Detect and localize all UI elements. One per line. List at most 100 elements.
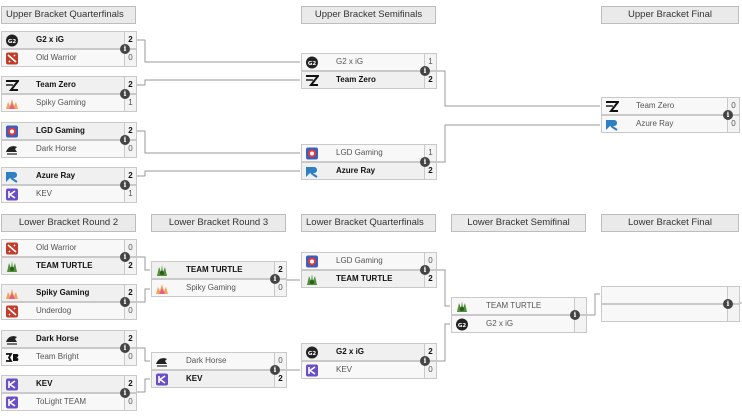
spiky-logo-icon: [5, 97, 19, 110]
match-info-icon[interactable]: i: [120, 89, 130, 99]
kev-logo-icon: [5, 396, 19, 409]
match-info-icon[interactable]: i: [723, 299, 733, 309]
team-score: 0: [124, 394, 136, 410]
team-slot[interactable]: Underdog 0: [1, 302, 137, 320]
team-slot[interactable]: [601, 304, 740, 322]
team-slot[interactable]: [601, 286, 740, 304]
round-header-ubsf: Upper Bracket Semifinals: [301, 6, 436, 24]
team-score: 0: [124, 50, 136, 66]
match-info-icon[interactable]: i: [120, 135, 130, 145]
g2ig-logo-icon: G2: [305, 56, 319, 69]
team-score: 2: [274, 371, 286, 387]
azure-logo-icon: [305, 165, 319, 178]
zero-logo-icon: [5, 79, 21, 92]
team-score: 1: [124, 186, 136, 202]
team-name: LGD Gaming: [36, 126, 85, 135]
bright-logo-icon: [5, 351, 19, 364]
match-info-icon[interactable]: i: [120, 180, 130, 190]
match-info-icon[interactable]: i: [723, 110, 733, 120]
match-info-icon[interactable]: i: [420, 356, 430, 366]
team-name: TEAM TURTLE: [486, 301, 542, 310]
team-name: KEV: [186, 374, 203, 383]
azure-logo-icon: [605, 118, 619, 131]
kev-logo-icon: [5, 378, 19, 391]
team-slot[interactable]: KEV 2: [151, 370, 287, 388]
round-header-lbf: Lower Bracket Final: [601, 214, 739, 232]
team-score: 0: [274, 280, 286, 296]
spiky-logo-icon: [5, 287, 19, 300]
team-name: Azure Ray: [336, 166, 376, 175]
team-score: 2: [424, 72, 436, 88]
match-info-icon[interactable]: i: [420, 66, 430, 76]
team-score: 0: [124, 303, 136, 319]
match-info-icon[interactable]: i: [570, 310, 580, 320]
team-name: KEV: [336, 365, 353, 374]
team-name: Dark Horse: [36, 144, 77, 153]
team-name: TEAM TURTLE: [186, 265, 243, 274]
team-score: 1: [124, 95, 136, 111]
kev-logo-icon: [155, 373, 169, 386]
team-name: LGD Gaming: [336, 148, 383, 157]
g2ig-logo-icon: G2: [5, 34, 19, 47]
match-info-icon[interactable]: i: [120, 343, 130, 353]
match-info-icon[interactable]: i: [270, 274, 280, 284]
team-score: 2: [424, 271, 436, 287]
kev-logo-icon: [5, 188, 19, 201]
kev-logo-icon: [305, 364, 319, 377]
match-info-icon[interactable]: i: [420, 157, 430, 167]
team-name: Team Zero: [36, 80, 76, 89]
team-name: Team Bright: [36, 352, 79, 361]
team-score: [574, 316, 586, 332]
team-name: Azure Ray: [636, 119, 674, 128]
team-name: Underdog: [36, 306, 72, 315]
team-score: 0: [727, 116, 739, 132]
match-info-icon[interactable]: i: [120, 388, 130, 398]
team-name: Old Warrior: [36, 53, 77, 62]
team-name: Dark Horse: [36, 334, 79, 343]
match-info-icon[interactable]: i: [120, 44, 130, 54]
zero-logo-icon: [305, 74, 321, 87]
team-slot[interactable]: Azure Ray 0: [601, 115, 740, 133]
turtle-logo-icon: [5, 260, 19, 273]
match-info-icon[interactable]: i: [420, 265, 430, 275]
match-info-icon[interactable]: i: [120, 252, 130, 262]
match-info-icon[interactable]: i: [270, 365, 280, 375]
round-header-lbsf: Lower Bracket Semifinal: [451, 214, 586, 232]
round-header-ubqf: Upper Bracket Quarterfinals: [1, 6, 136, 24]
match-info-icon[interactable]: i: [120, 297, 130, 307]
team-slot[interactable]: Old Warrior 0: [1, 49, 137, 67]
lgd-logo-icon: [305, 147, 319, 160]
team-slot[interactable]: TEAM TURTLE: [451, 297, 587, 315]
dota-logo-icon: [5, 305, 19, 318]
team-slot[interactable]: Spiky Gaming 1: [1, 94, 137, 112]
team-name: LGD Gaming: [336, 256, 383, 265]
dota-logo-icon: [5, 52, 19, 65]
team-name: Spiky Gaming: [36, 98, 86, 107]
